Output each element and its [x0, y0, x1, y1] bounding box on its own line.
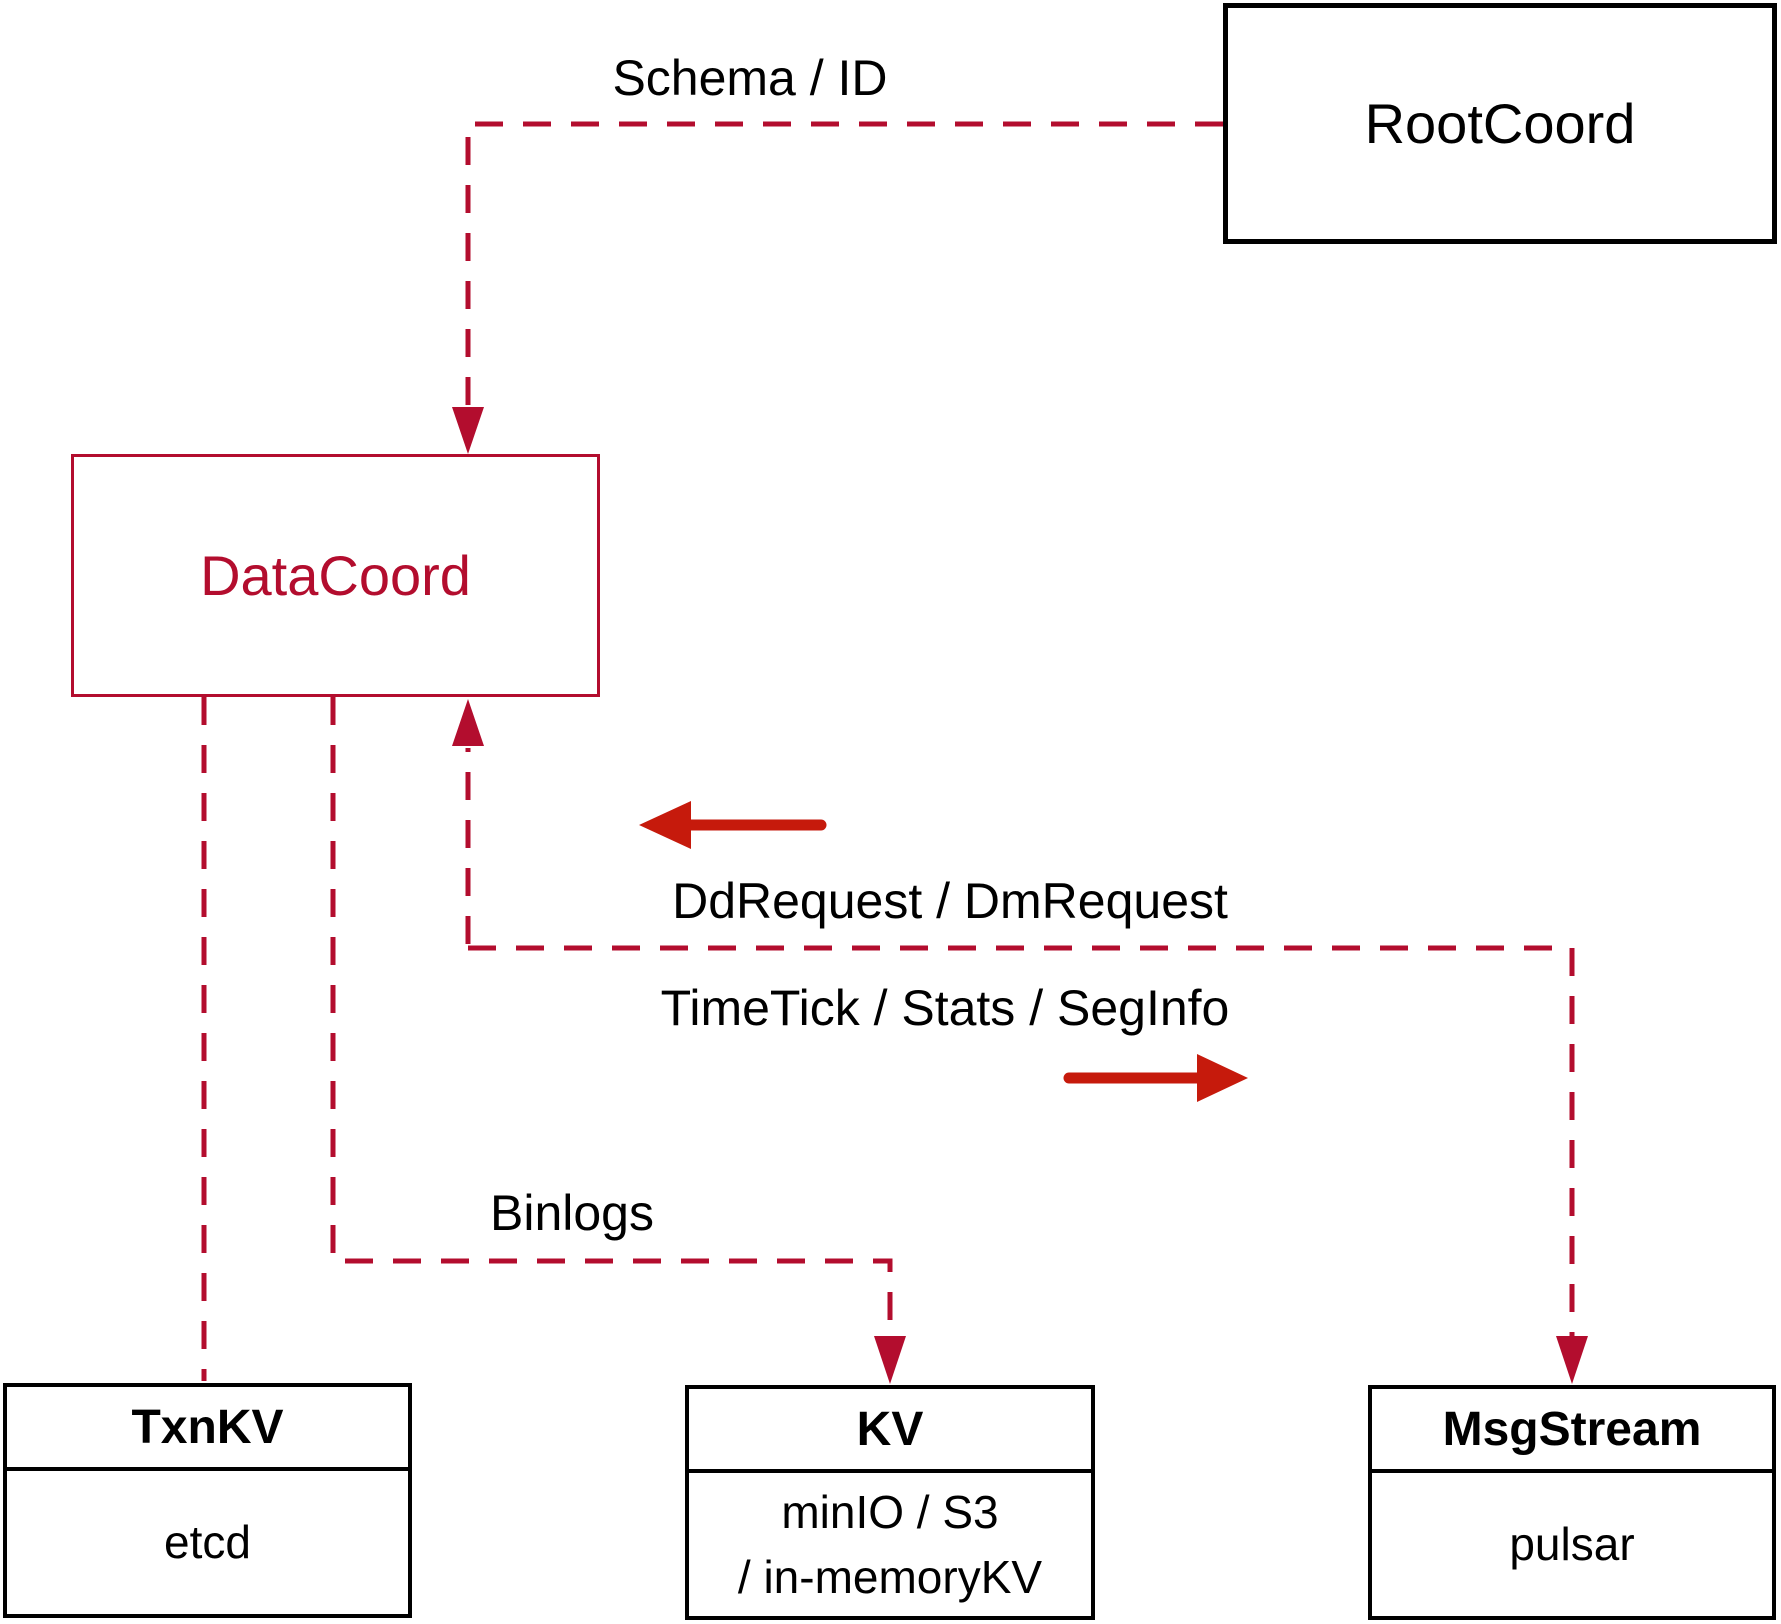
- node-msgstream-value-text: pulsar: [1509, 1518, 1635, 1571]
- edge-label-timetick-stats-seginfo: TimeTick / Stats / SegInfo: [660, 980, 1230, 1036]
- node-kv-value-line2: / in-memoryKV: [737, 1550, 1043, 1603]
- node-txnkv-value-text: etcd: [164, 1516, 251, 1569]
- node-kv-value-line1: minIO / S3: [781, 1486, 999, 1539]
- arrowhead-into-datacoord-bottom: [452, 699, 484, 746]
- arrowhead-into-kv-top: [874, 1336, 906, 1384]
- node-rootcoord-label: RootCoord: [1364, 92, 1636, 155]
- node-txnkv: TxnKV etcd: [3, 1383, 412, 1618]
- edge-label-ddrequest-dmrequest: DdRequest / DmRequest: [672, 873, 1228, 929]
- node-msgstream: MsgStream pulsar: [1368, 1385, 1776, 1620]
- edge-rootcoord-to-datacoord: [465, 121, 1223, 409]
- flow-arrow-left: [639, 801, 827, 849]
- flow-arrow-right: [1063, 1054, 1248, 1102]
- arrowhead-into-msgstream-top: [1556, 1336, 1588, 1384]
- edge-label-binlogs: Binlogs: [490, 1185, 654, 1241]
- node-datacoord-label: DataCoord: [200, 544, 471, 607]
- node-txnkv-title: TxnKV: [7, 1387, 408, 1471]
- node-rootcoord: RootCoord: [1223, 3, 1777, 244]
- node-datacoord: DataCoord: [71, 454, 600, 697]
- flow-arrow-right-head: [1197, 1054, 1248, 1102]
- arrowhead-into-datacoord-top: [452, 407, 484, 454]
- node-kv-title: KV: [689, 1389, 1091, 1473]
- node-msgstream-title: MsgStream: [1372, 1389, 1772, 1473]
- edge-label-schema-id: Schema / ID: [612, 50, 888, 106]
- edge-datacoord-to-kv: [330, 697, 893, 1338]
- node-msgstream-value: pulsar: [1372, 1473, 1772, 1616]
- flow-arrow-left-head: [639, 801, 691, 849]
- node-kv: KV minIO / S3 / in-memoryKV: [685, 1385, 1095, 1620]
- edge-bus-to-msgstream: [468, 945, 1575, 1338]
- node-txnkv-value: etcd: [7, 1471, 408, 1614]
- node-kv-value: minIO / S3 / in-memoryKV: [689, 1473, 1091, 1616]
